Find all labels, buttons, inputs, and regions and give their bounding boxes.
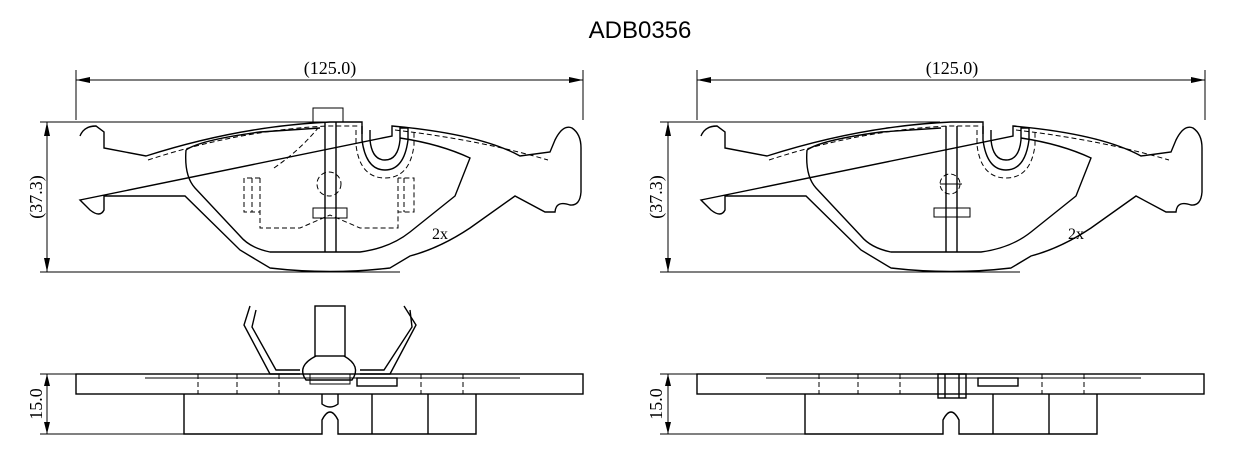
- right-top-view: (125.0) (37.3) 2x: [646, 58, 1206, 273]
- left-top-view: (125.0) (37.3) 2x: [26, 58, 584, 273]
- thickness-dimension-label: 15.0: [646, 388, 666, 420]
- quantity-label: 2x: [1068, 226, 1084, 243]
- width-dimension-label: (125.0): [304, 58, 357, 79]
- quantity-label: 2x: [432, 226, 448, 243]
- height-dimension-label: (37.3): [26, 175, 47, 219]
- height-dimension-label: (37.3): [646, 175, 667, 219]
- right-side-view: 15.0: [646, 373, 1205, 435]
- thickness-dimension-label: 15.0: [26, 388, 46, 420]
- part-number-title: ADB0356: [589, 17, 692, 44]
- width-dimension-label: (125.0): [926, 58, 979, 79]
- left-side-view: 15.0: [26, 305, 584, 435]
